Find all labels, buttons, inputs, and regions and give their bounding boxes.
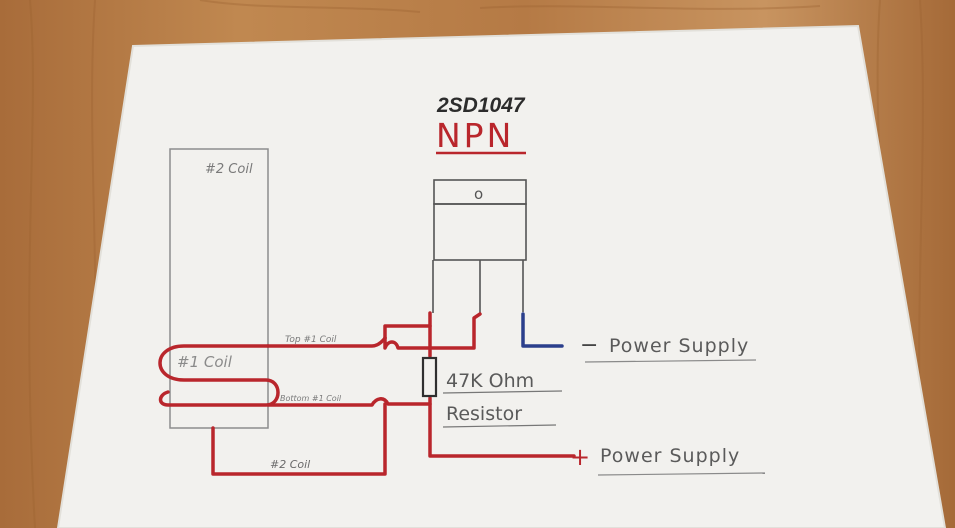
coil-1-label: #1 Coil <box>177 353 233 371</box>
transistor-type-label: NPN <box>436 116 514 155</box>
resistor-word-label: Resistor <box>446 403 522 425</box>
coil-2-wire-label: #2 Coil <box>270 458 310 471</box>
paper-sheet <box>58 26 945 528</box>
positive-supply-label: Power Supply <box>600 445 740 467</box>
red-wiring <box>211 311 576 476</box>
transistor-body <box>432 179 527 313</box>
coil-1-loop <box>158 344 280 407</box>
negative-supply-label: Power Supply <box>609 335 749 357</box>
coil-2-box-label: #2 Coil <box>205 162 253 177</box>
positive-sign: + <box>570 443 590 471</box>
transistor-tab-hole: o <box>474 185 483 203</box>
coil-2-box <box>169 148 269 429</box>
top-coil-wire-label: Top #1 Coil <box>285 335 337 345</box>
negative-supply-underline <box>584 359 757 363</box>
resistor-value-underline <box>442 390 563 394</box>
bottom-coil-wire-label: Bottom #1 Coil <box>280 394 342 403</box>
resistor-value-label: 47K Ohm <box>446 370 534 392</box>
part-number-label: 2SD1047 <box>436 94 526 117</box>
resistor-word-underline <box>442 424 557 428</box>
resistor-body <box>421 356 438 398</box>
positive-supply-underline <box>597 472 766 476</box>
negative-sign: − <box>580 333 598 358</box>
blue-negative-wire <box>521 312 564 348</box>
